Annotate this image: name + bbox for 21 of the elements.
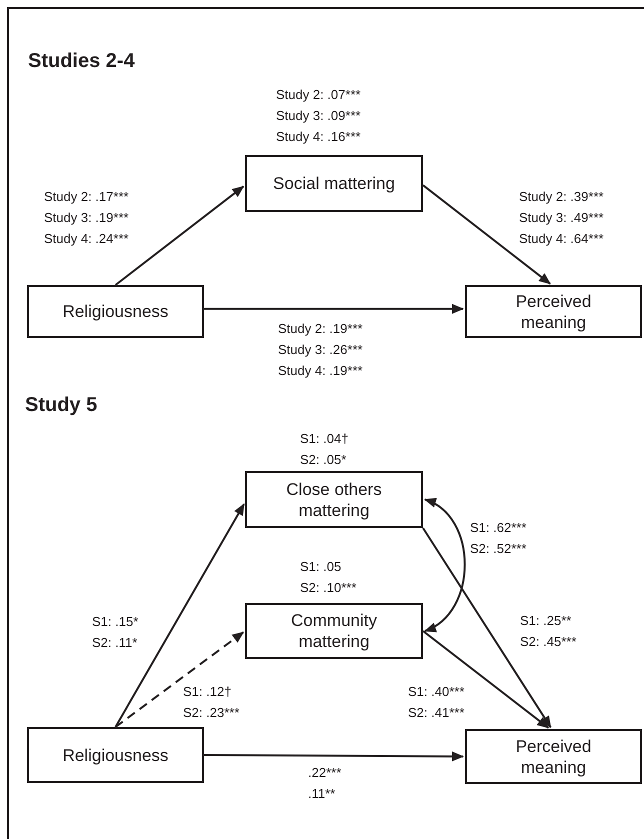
arrow xyxy=(422,527,552,728)
variable-box: Religiousness xyxy=(27,285,204,338)
arrow xyxy=(204,751,464,762)
variable-box: Perceived meaning xyxy=(465,285,642,338)
section-heading: Studies 2-4 xyxy=(28,49,135,74)
arrow xyxy=(422,184,551,285)
variance-label: Study 2: .07*** Study 3: .09*** Study 4: .16*** xyxy=(276,86,362,146)
variable-box: Community mattering xyxy=(245,603,423,659)
arrow xyxy=(422,630,550,729)
arrow xyxy=(114,503,245,728)
arrow xyxy=(424,498,466,632)
variance-label: S1: .05 S2: .10*** xyxy=(300,558,358,597)
variable-box: Close others mattering xyxy=(245,471,423,528)
variable-box: Social mattering xyxy=(245,155,423,212)
variable-box: Religiousness xyxy=(27,727,204,783)
section-heading: Study 5 xyxy=(25,393,98,418)
variance-label: S1: .04† S2: .05* xyxy=(300,430,350,469)
arrow xyxy=(204,304,464,314)
variable-box: Perceived meaning xyxy=(465,729,642,784)
arrow xyxy=(114,186,244,286)
dashed-arrow xyxy=(114,631,244,728)
